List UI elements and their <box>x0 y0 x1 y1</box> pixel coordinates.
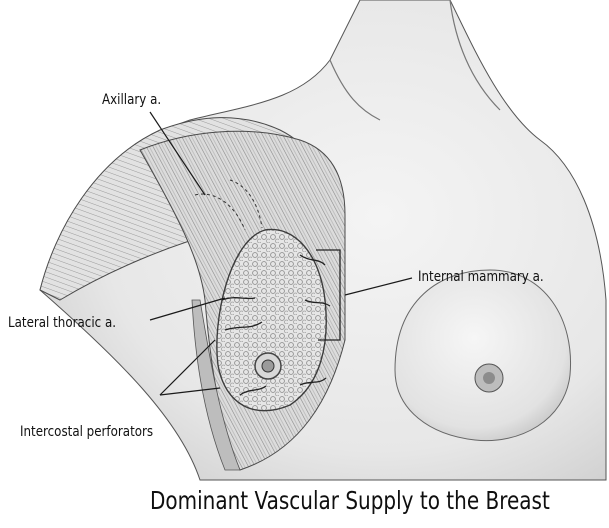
contralateral-breast <box>395 270 571 441</box>
label-axillary-artery: Axillary a. <box>102 93 161 108</box>
figure-caption: Dominant Vascular Supply to the Breast <box>150 488 550 513</box>
label-internal-mammary-artery: Internal mammary a. <box>418 270 544 285</box>
label-lateral-thoracic-artery: Lateral thoracic a. <box>8 316 116 331</box>
contralateral-nipple-center <box>483 372 495 384</box>
label-intercostal-perforators: Intercostal perforators <box>20 425 153 440</box>
dissected-nipple-center <box>262 360 274 372</box>
